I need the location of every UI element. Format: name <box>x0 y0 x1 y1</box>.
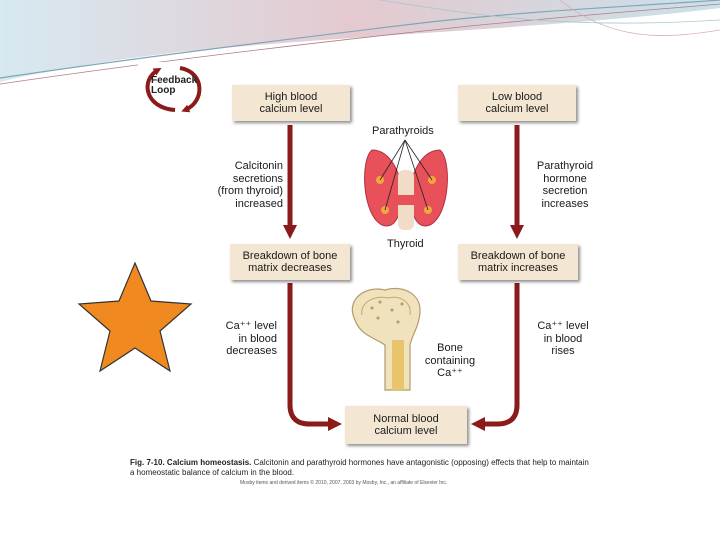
label-pth: Parathyroid hormone secretion increases <box>536 160 594 210</box>
box-low-calcium: Low blood calcium level <box>458 85 576 121</box>
header-banner <box>0 0 720 85</box>
star-icon <box>77 261 193 373</box>
label-calcitonin: Calcitonin secretions (from thyroid) inc… <box>217 160 283 210</box>
caption-fig-number: Fig. 7-10. <box>130 458 165 467</box>
feedback-loop-icon <box>145 66 202 113</box>
arrow-left-to-normal <box>287 283 342 431</box>
feedback-loop-label: Feedback Loop <box>151 75 198 96</box>
caption-text: Calcitonin and parathyroid hormones have… <box>130 458 589 477</box>
label-ca-rises: Ca⁺⁺ level in blood rises <box>537 320 589 357</box>
figure-caption: Fig. 7-10. Calcium homeostasis. Calciton… <box>130 458 590 477</box>
label-bone: Bone containing Ca⁺⁺ <box>424 342 476 379</box>
box-normal-calcium: Normal blood calcium level <box>345 406 467 444</box>
box-high-calcium: High blood calcium level <box>232 85 350 121</box>
bone-illustration <box>351 287 421 391</box>
copyright-line: Mosby items and derived items © 2010, 20… <box>240 480 448 486</box>
caption-title: Calcium homeostasis. <box>166 458 252 467</box>
label-ca-decreases: Ca⁺⁺ level in blood decreases <box>225 320 277 357</box>
thyroid-gland-illustration <box>364 139 448 230</box>
box-breakdown-increases: Breakdown of bone matrix increases <box>458 244 578 280</box>
label-thyroid: Thyroid <box>387 238 424 250</box>
box-breakdown-decreases: Breakdown of bone matrix decreases <box>230 244 350 280</box>
label-parathyroids: Parathyroids <box>372 125 434 137</box>
arrow-right-to-normal <box>471 283 520 431</box>
